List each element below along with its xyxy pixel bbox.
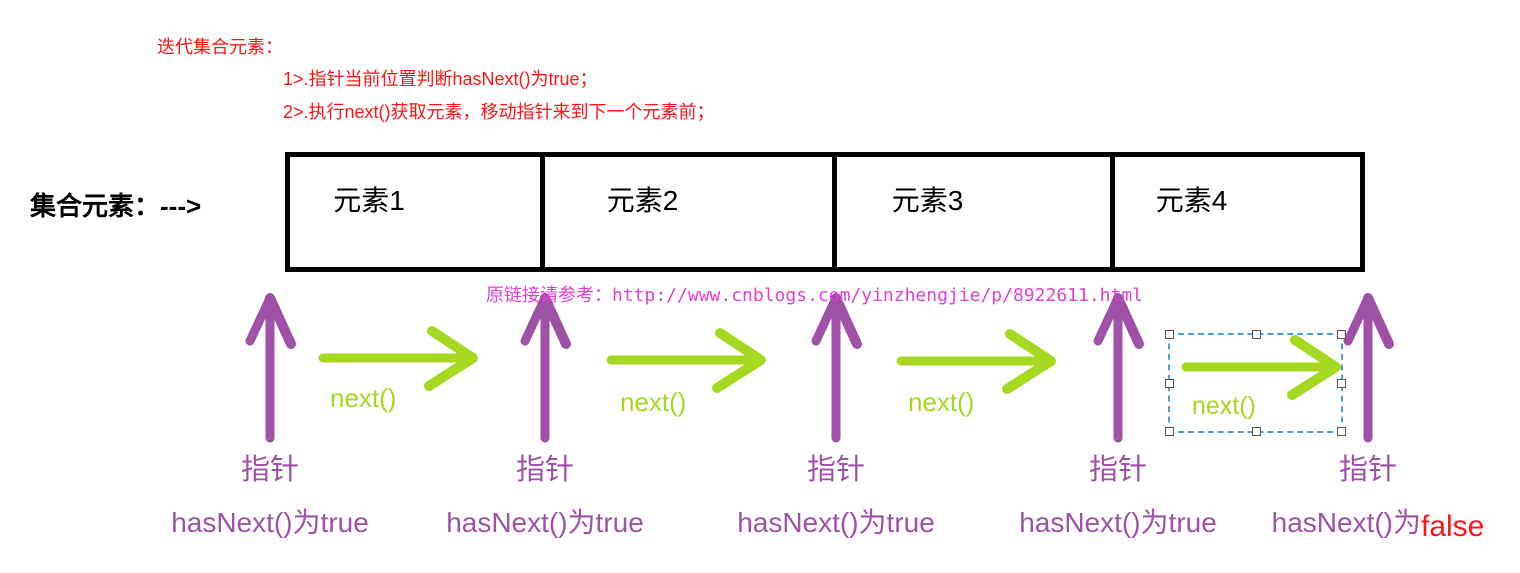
pointer-name-4: 指针: [1088, 454, 1147, 486]
next-arrow-2: [606, 328, 766, 393]
pointer-up-arrow-1: [245, 293, 296, 443]
note-step-2: 2>.执行next()获取元素，移动指针来到下一个元素前；: [283, 102, 715, 122]
collection-elements-label: 集合元素：--->: [30, 191, 202, 221]
next-arrow-4-selected[interactable]: [1181, 328, 1343, 406]
pointer-name-3: 指针: [806, 454, 865, 486]
table-cell-2: 元素2: [545, 157, 837, 267]
selection-handle-w[interactable]: [1165, 379, 1174, 388]
pointer-up-arrow-3: [811, 293, 862, 443]
next-label-3: next(): [908, 387, 975, 417]
selection-handle-se[interactable]: [1337, 427, 1346, 436]
table-cell-4: 元素4: [1115, 157, 1360, 267]
pointer-up-arrow-4: [1093, 293, 1144, 443]
pointer-name-1: 指针: [240, 454, 299, 486]
next-arrow-1: [318, 326, 478, 391]
watermark-link-text: 原链接请参考：http://www.cnblogs.com/yinzhengji…: [486, 285, 1144, 306]
pointer-status-3: hasNext()为true: [737, 507, 935, 538]
table-cell-1-label: 元素1: [333, 185, 405, 216]
element-table: 元素1 元素2 元素3 元素4: [285, 152, 1365, 272]
pointer-up-arrow-2: [520, 293, 571, 443]
table-cell-4-label: 元素4: [1155, 185, 1228, 216]
selection-handle-s[interactable]: [1252, 427, 1261, 436]
next-label-1: next(): [330, 383, 397, 413]
table-cell-2-label: 元素2: [606, 185, 679, 216]
note-step-1: 1>.指针当前位置判断hasNext()为true；: [283, 69, 598, 89]
table-cell-3-label: 元素3: [891, 185, 964, 216]
pointer-status-4: hasNext()为true: [1019, 507, 1217, 538]
selection-handle-nw[interactable]: [1165, 330, 1174, 339]
selection-handle-sw[interactable]: [1165, 427, 1174, 436]
next-arrow-3: [896, 329, 1056, 394]
next-label-4: next(): [1192, 392, 1256, 420]
selection-handle-n[interactable]: [1252, 330, 1261, 339]
next-label-2: next(): [620, 387, 687, 417]
pointer-name-5: 指针: [1338, 454, 1397, 486]
pointer-status-2: hasNext()为true: [446, 507, 644, 538]
table-cell-1: 元素1: [290, 157, 545, 267]
note-heading: 迭代集合元素：: [157, 37, 283, 57]
pointer-status-5-false: false: [1421, 510, 1485, 543]
pointer-status-5-prefix: hasNext()为: [1271, 507, 1421, 538]
pointer-name-2: 指针: [515, 454, 574, 486]
selection-box[interactable]: [1165, 330, 1346, 436]
selection-handle-ne[interactable]: [1337, 330, 1346, 339]
pointer-status-5: hasNext()为false: [1228, 501, 1520, 543]
pointer-status-1: hasNext()为true: [171, 507, 369, 538]
pointer-up-arrow-5: [1343, 293, 1394, 443]
selection-handle-e[interactable]: [1337, 379, 1346, 388]
table-cell-3: 元素3: [837, 157, 1115, 267]
